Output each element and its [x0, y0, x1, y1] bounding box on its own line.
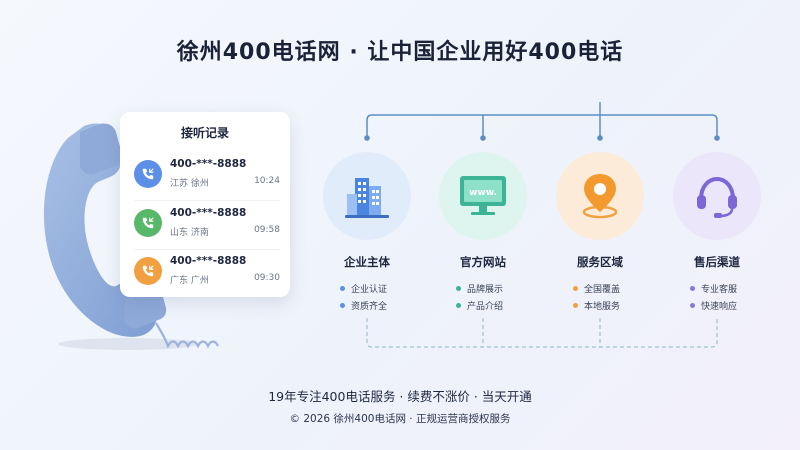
feature-list: 全国覆盖 本地服务 [555, 280, 645, 314]
call-number: 400-***-8888 [170, 255, 247, 267]
feature-list: 品牌展示 产品介绍 [438, 280, 528, 314]
list-item: 全国覆盖 [573, 280, 645, 297]
call-records-card: 接听记录 400-***-8888 江苏 徐州 10:24 400-***-88… [120, 112, 290, 297]
feature-circle [323, 152, 411, 240]
divider [134, 249, 280, 250]
list-item: 产品介绍 [456, 297, 528, 314]
feature-name: 售后渠道 [694, 255, 740, 269]
feature-circle: www. [439, 152, 527, 240]
incoming-call-icon [134, 160, 162, 188]
feature-circle [556, 152, 644, 240]
call-number: 400-***-8888 [170, 158, 247, 170]
call-time: 10:24 [254, 176, 280, 186]
location-pin-icon [582, 174, 618, 219]
footer-copyright: © 2026 徐州400电话网 · 正规运营商授权服务 [289, 413, 511, 425]
incoming-call-icon [134, 209, 162, 237]
www-label: www. [469, 188, 497, 198]
feature-list: 企业认证 资质齐全 [322, 280, 412, 314]
call-location: 山东 济南 [170, 228, 209, 238]
incoming-call-icon [134, 257, 162, 285]
feature-list: 专业客服 快速响应 [672, 280, 762, 314]
call-record-row[interactable]: 400-***-8888 山东 济南 09:58 [134, 205, 280, 245]
feature-circle [673, 152, 761, 240]
call-number: 400-***-8888 [170, 207, 247, 219]
feature-service-area: 服务区域 全国覆盖 本地服务 [555, 152, 645, 314]
list-item: 企业认证 [340, 280, 412, 297]
footer-tagline: 19年专注400电话服务 · 续费不涨价 · 当天开通 [268, 389, 532, 404]
call-records-title: 接听记录 [180, 126, 229, 140]
page-title: 徐州400电话网 · 让中国企业用好400电话 [176, 40, 624, 65]
call-location: 江苏 徐州 [170, 179, 209, 189]
feature-name: 服务区域 [577, 255, 623, 269]
website-icon: www. [460, 176, 506, 215]
call-time: 09:30 [254, 273, 280, 283]
feature-name: 企业主体 [344, 255, 390, 269]
list-item: 专业客服 [690, 280, 762, 297]
feature-website: www. 官方网站 品牌展示 产品介绍 [438, 152, 528, 314]
list-item: 快速响应 [690, 297, 762, 314]
call-record-row[interactable]: 400-***-8888 广东 广州 09:30 [134, 253, 280, 293]
call-record-row[interactable]: 400-***-8888 江苏 徐州 10:24 [134, 156, 280, 196]
feature-enterprise: 企业主体 企业认证 资质齐全 [322, 152, 412, 314]
feature-name: 官方网站 [460, 255, 506, 269]
building-icon [345, 178, 389, 218]
divider [134, 200, 280, 201]
list-item: 品牌展示 [456, 280, 528, 297]
headset-icon [697, 176, 737, 218]
call-location: 广东 广州 [170, 276, 209, 286]
feature-after-sales: 售后渠道 专业客服 快速响应 [672, 152, 762, 314]
call-time: 09:58 [254, 225, 280, 235]
list-item: 资质齐全 [340, 297, 412, 314]
list-item: 本地服务 [573, 297, 645, 314]
